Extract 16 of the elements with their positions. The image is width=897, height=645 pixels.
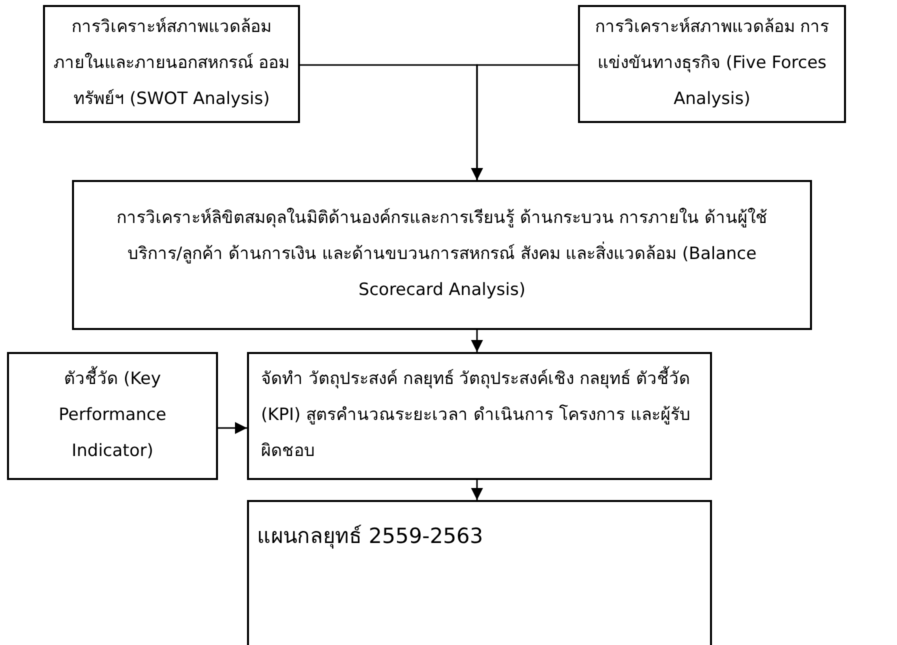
box-text: การวิเคราะห์ลิขิตสมดุลในมิติด้านองค์กรและการเรียนรู้ ด้านกระบวน การภายใน ด้านผู้ใช้บริการ/ลูกค้า ด้านการเงิน และด้านขบวนการสหกรณ์ สังคม และสิ่งแวดล้อม (Balance Scorecard Analysis) [115,206,769,302]
box-text: จัดทำ วัตถุประสงค์ กลยุทธ์ วัตถุประสงค์เชิง กลยุทธ์ ตัวชี้วัด (KPI) สูตรคำนวณระยะเวลา ดำเนินการ โครงการ และผู้รับผิดชอบ [261,362,698,470]
box-text: ตัวชี้วัด (Key Performance Indicator) [21,362,204,470]
process-box [7,352,218,480]
process-box [247,500,712,645]
box-text: แผนกลยุทธ์ 2559-2563 [257,523,484,551]
arrow [471,64,578,180]
process-box [72,180,812,330]
arrow [471,480,483,500]
box-text: การวิเคราะห์สภาพแวดล้อม ภายในและภายนอกสหกรณ์ ออมทรัพย์ฯ (SWOT Analysis) [53,16,290,111]
arrow [471,330,483,352]
process-box [247,352,712,480]
box-text: การวิเคราะห์สภาพแวดล้อม การแข่งขันทางธุรกิจ (Five Forces Analysis) [594,16,830,111]
process-box [43,5,300,123]
arrow [218,422,247,434]
process-box [578,5,846,123]
